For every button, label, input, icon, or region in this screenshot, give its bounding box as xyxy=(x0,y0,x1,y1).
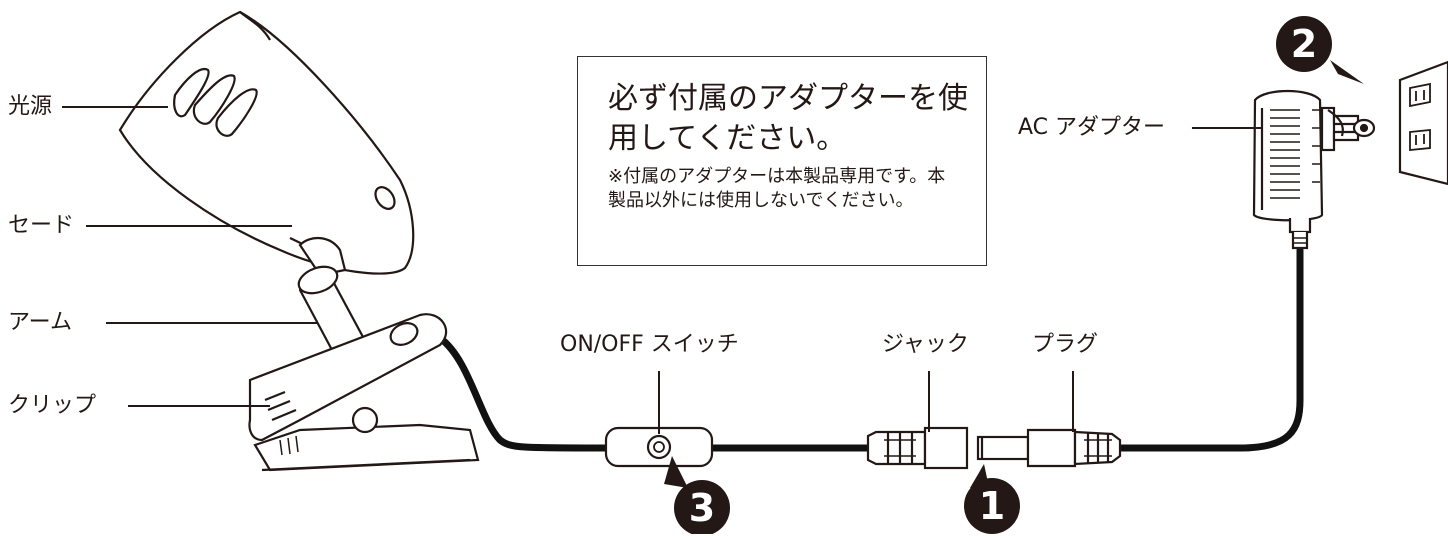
label-arm: アーム xyxy=(8,310,73,335)
lamp-head xyxy=(118,10,415,275)
label-switch: ON/OFF スイッチ xyxy=(560,332,739,357)
notice-body: ※付属のアダプターは本製品専用です。本製品以外には使用しないでください。 xyxy=(608,166,946,211)
label-jack: ジャック xyxy=(882,332,969,357)
label-shade: セード xyxy=(8,213,75,238)
step-marker-3: 3 xyxy=(688,486,716,530)
step-marker-1: 1 xyxy=(978,484,1006,528)
label-light-source: 光源 xyxy=(8,94,53,119)
jack-connector xyxy=(866,426,969,470)
label-ac-adapter: AC アダプター xyxy=(1018,115,1166,140)
leader-lines xyxy=(62,106,1262,434)
wall-outlet xyxy=(1398,60,1448,186)
ac-adapter xyxy=(1252,90,1376,250)
lamp-clip xyxy=(248,313,480,472)
label-clip: クリップ xyxy=(8,393,97,418)
plug-connector xyxy=(976,428,1122,468)
step-marker-2: 2 xyxy=(1290,22,1318,66)
step-markers xyxy=(664,16,1364,534)
power-cable xyxy=(436,246,1304,452)
notice-box: 必ず付属のアダプターを使用してください。 ※付属のアダプターは本製品専用です。本… xyxy=(577,56,987,266)
label-plug: プラグ xyxy=(1032,332,1099,357)
notice-title: 必ず付属のアダプターを使用してください。 xyxy=(608,81,968,156)
